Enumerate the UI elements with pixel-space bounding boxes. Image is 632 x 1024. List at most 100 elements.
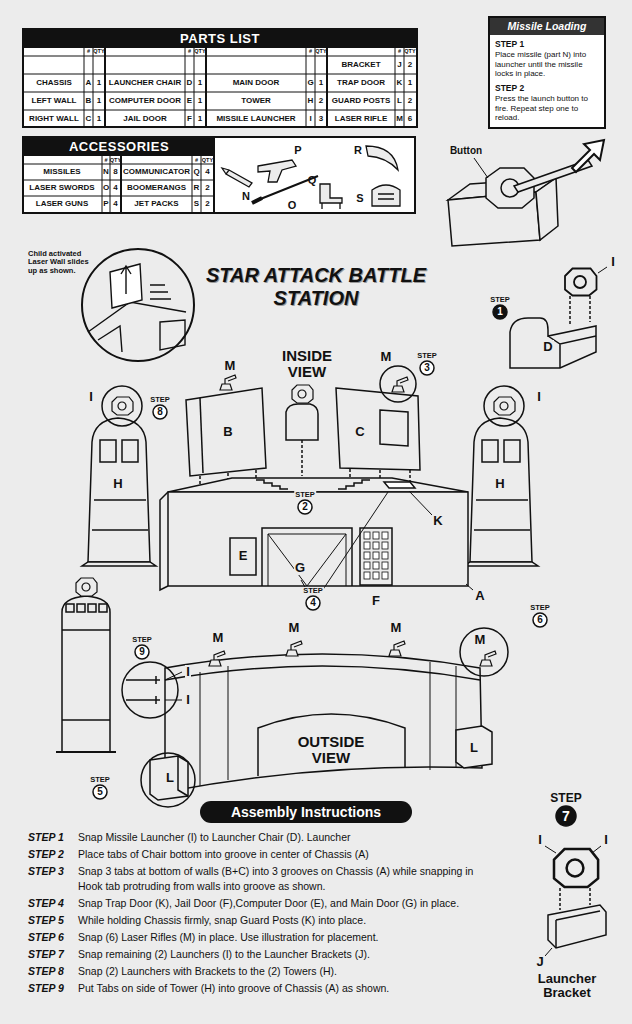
table-column-head: # bbox=[87, 48, 90, 54]
table-cell: F bbox=[187, 115, 192, 124]
callout-label: Button bbox=[450, 145, 482, 156]
table-cell: 1 bbox=[97, 79, 101, 88]
table-cell: P bbox=[103, 200, 108, 209]
step-label: STEP 3 bbox=[28, 864, 64, 879]
table-column-head: # bbox=[104, 157, 107, 163]
table-column-head: # bbox=[309, 48, 312, 54]
step-circle: STEP1 bbox=[492, 304, 508, 320]
table-cell: LASER SWORDS bbox=[29, 184, 94, 193]
section-pill: Assembly Instructions bbox=[200, 801, 412, 823]
step-label: STEP 6 bbox=[28, 930, 64, 945]
step-number: 8 bbox=[152, 404, 168, 420]
callout-letter: L bbox=[469, 741, 479, 755]
table-cell: 1 bbox=[198, 97, 202, 106]
table-cell: MISSILE LAUNCHER bbox=[216, 115, 295, 124]
table-cell: COMMUNICATOR bbox=[123, 168, 190, 177]
table-cell: 1 bbox=[319, 79, 323, 88]
step-instruction: Snap (6) Laser Rifles (M) in place. Use … bbox=[78, 930, 548, 945]
table-cell: BOOMERANGS bbox=[127, 184, 186, 193]
callout-letter: M bbox=[212, 631, 225, 645]
table-column-head: QTY bbox=[315, 48, 326, 54]
callout-letter: I bbox=[185, 693, 191, 707]
logo-title: STAR ATTACK BATTLE STATION bbox=[205, 264, 427, 310]
callout-letter: F bbox=[371, 594, 381, 608]
table-cell: 2 bbox=[408, 61, 412, 70]
step-heading: STEP bbox=[131, 636, 153, 644]
table-cell: G bbox=[307, 79, 313, 88]
step-circle: STEP9 bbox=[134, 644, 150, 660]
step-label: STEP 9 bbox=[28, 981, 64, 996]
step-instruction: While holding Chassis firmly, snap Guard… bbox=[78, 913, 548, 928]
table-cell: LAUNCHER CHAIR bbox=[109, 79, 181, 88]
step-label: STEP 2 bbox=[28, 847, 64, 862]
step-number: 1 bbox=[492, 304, 508, 320]
table-cell: COMPUTER DOOR bbox=[109, 97, 181, 106]
part-letter: P bbox=[294, 144, 301, 156]
callout-letter: M bbox=[380, 350, 393, 364]
table-column-head: QTY bbox=[93, 48, 104, 54]
table-cell: 2 bbox=[319, 97, 323, 106]
part-letter: S bbox=[356, 192, 363, 204]
table-cell: JAIL DOOR bbox=[123, 115, 166, 124]
table-column-head: QTY bbox=[194, 48, 205, 54]
callout-letter: D bbox=[542, 340, 553, 354]
step-heading: STEP 2 bbox=[490, 79, 604, 94]
step-number: 3 bbox=[419, 360, 435, 376]
step-label: STEP 1 bbox=[28, 830, 64, 845]
table-cell: LEFT WALL bbox=[32, 97, 77, 106]
step-heading: STEP bbox=[549, 792, 582, 804]
step-instruction: Snap Missile Launcher (I) to Launcher Ch… bbox=[78, 830, 548, 845]
table-cell: 4 bbox=[113, 184, 117, 193]
callout-letter: I bbox=[536, 390, 542, 404]
table-cell: 1 bbox=[198, 79, 202, 88]
table-heading: PARTS LIST bbox=[24, 30, 416, 48]
table-cell: E bbox=[187, 97, 192, 106]
table-heading: ACCESSORIES bbox=[24, 138, 214, 156]
table-cell: JET PACKS bbox=[134, 200, 178, 209]
table-column-head: QTY bbox=[404, 48, 415, 54]
callout-letter: I bbox=[537, 833, 543, 847]
table-cell: 2 bbox=[408, 97, 412, 106]
step-number: 6 bbox=[532, 612, 548, 628]
table-cell: N bbox=[103, 168, 109, 177]
table-cell: I bbox=[309, 115, 311, 124]
step-heading: STEP bbox=[529, 604, 551, 612]
step-instruction: Snap remaining (2) Launchers (I) to the … bbox=[78, 947, 548, 962]
step-instruction: Place tabs of Chair bottom into groove i… bbox=[78, 847, 548, 862]
step-number: 9 bbox=[134, 644, 150, 660]
callout-letter: J bbox=[535, 955, 544, 969]
callout-letter: M bbox=[474, 633, 487, 647]
table-cell: D bbox=[187, 79, 193, 88]
step-heading: STEP bbox=[416, 352, 438, 360]
table-cell: 6 bbox=[408, 115, 412, 124]
step-heading: STEP 1 bbox=[490, 35, 604, 50]
callout-letter: I bbox=[88, 390, 94, 404]
step-instruction: Snap Trap Door (K), Jail Door (F),Comput… bbox=[78, 896, 548, 911]
table-cell: H bbox=[308, 97, 314, 106]
table-column-head: # bbox=[195, 157, 198, 163]
table-cell: 1 bbox=[97, 115, 101, 124]
table-cell: 2 bbox=[205, 184, 209, 193]
step-label: STEP 7 bbox=[28, 947, 64, 962]
step-heading: STEP bbox=[149, 396, 171, 404]
step-circle: STEP8 bbox=[152, 404, 168, 420]
callout-letter: G bbox=[294, 561, 306, 575]
step-text: Press the launch button to fire. Repeat … bbox=[490, 94, 604, 123]
table-cell: C bbox=[86, 115, 92, 124]
part-letter: O bbox=[288, 199, 297, 211]
panel-heading: Missile Loading bbox=[490, 18, 604, 35]
table-cell: O bbox=[103, 184, 109, 193]
callout-letter: K bbox=[432, 514, 443, 528]
section-title: Assembly Instructions bbox=[231, 804, 381, 820]
callout-letter: I bbox=[603, 833, 609, 847]
step-number: 4 bbox=[305, 595, 321, 611]
table-cell: K bbox=[397, 79, 403, 88]
callout-letter: H bbox=[112, 477, 123, 491]
step-heading: STEP bbox=[294, 491, 316, 499]
part-letter: Q bbox=[308, 174, 317, 186]
table-cell: CHASSIS bbox=[36, 79, 72, 88]
step-circle: STEP6 bbox=[532, 612, 548, 628]
table-cell: 8 bbox=[113, 168, 117, 177]
callout-letter: M bbox=[390, 621, 403, 635]
